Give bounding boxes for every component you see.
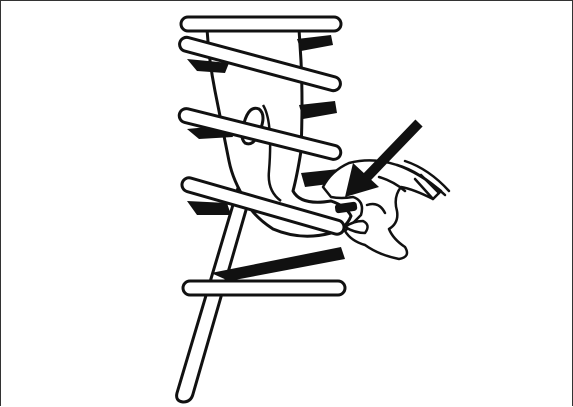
- bandage-turn-1: [181, 17, 341, 31]
- bandage-turn-5: [183, 281, 345, 295]
